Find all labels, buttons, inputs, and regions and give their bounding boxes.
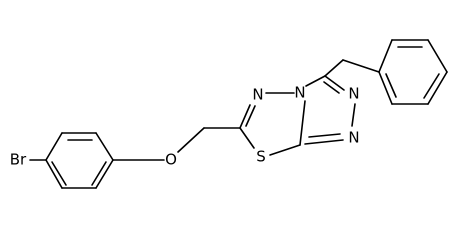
nitrogen-label: N: [252, 86, 263, 104]
bond: [427, 71, 448, 105]
bond: [304, 139, 344, 145]
nitrogen-label: N: [348, 129, 359, 147]
bridgehead-nitrogen-label: N: [294, 84, 305, 102]
bond: [427, 39, 448, 73]
bond: [239, 127, 255, 149]
bond: [269, 144, 301, 156]
double-bond-inner: [385, 73, 397, 98]
double-bond-inner: [423, 73, 440, 99]
ether-linker: O: [112, 127, 241, 169]
double-bond: [245, 105, 256, 127]
molecule-diagram: Br O N S N N N: [10, 39, 448, 189]
bond: [239, 104, 251, 129]
bond: [351, 103, 356, 127]
bond: [95, 159, 114, 189]
double-bond: [308, 133, 341, 138]
bond: [378, 39, 393, 73]
bond: [342, 59, 380, 73]
bond: [95, 132, 114, 161]
double-bond-inner: [51, 161, 67, 186]
bond: [305, 75, 326, 87]
sulfur-label: S: [256, 148, 266, 166]
bond: [324, 75, 345, 91]
fused-heterocycle: N S N N N: [239, 75, 360, 166]
nitrogen-label: N: [348, 85, 359, 103]
bond: [299, 100, 306, 146]
bond: [378, 71, 393, 105]
double-bond-inner: [91, 161, 107, 186]
bond: [45, 132, 63, 161]
bond: [45, 159, 63, 189]
oxygen-label: O: [165, 151, 177, 169]
bromine-label: Br: [10, 151, 27, 169]
bond: [177, 127, 205, 153]
chemical-structure-canvas: Br O N S N N N: [9, 39, 448, 189]
bond: [324, 59, 344, 77]
double-bond: [323, 81, 340, 94]
bromophenyl-ring: Br: [10, 132, 114, 189]
benzyl-group: [324, 39, 448, 105]
